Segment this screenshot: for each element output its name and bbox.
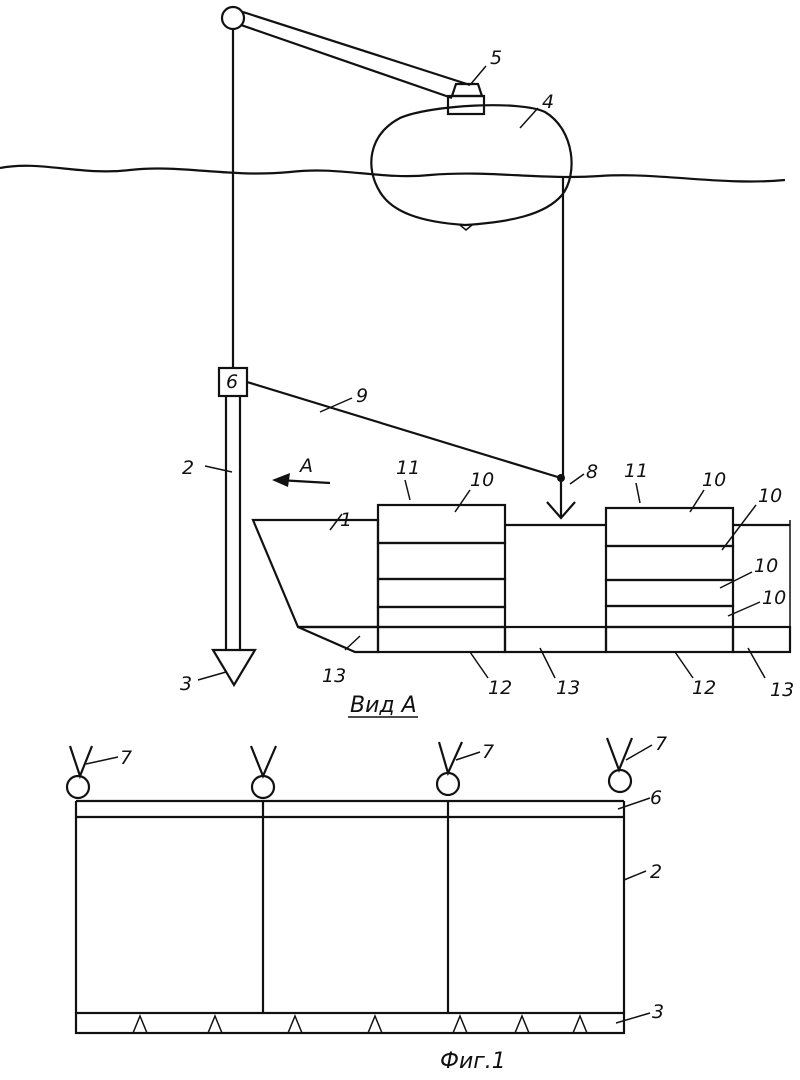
label-a: A (298, 455, 313, 477)
label-10-right-b: 10 (758, 485, 782, 507)
buoy-keel (459, 224, 473, 231)
cable-9 (246, 380, 562, 480)
label-13-c: 13 (770, 679, 794, 701)
weight-3 (211, 648, 257, 688)
label-12-left: 12 (488, 677, 512, 699)
view-caption: Вид А (350, 693, 417, 718)
boom-lower (240, 23, 453, 100)
label-10-right-a: 10 (702, 469, 726, 491)
label-6-lower: 6 (650, 787, 662, 809)
label-5: 5 (490, 47, 502, 69)
label-7-b: 7 (482, 741, 494, 763)
label-12-right: 12 (692, 677, 716, 699)
label-2-lower: 2 (650, 861, 662, 883)
bottom-weight (74, 1011, 626, 1035)
label-13-a: 13 (322, 665, 346, 687)
stack-left (376, 503, 507, 654)
top-pulley (220, 5, 246, 31)
label-10-left: 10 (470, 469, 494, 491)
soil-left (297, 625, 380, 654)
water-surface (0, 164, 786, 183)
ship-hull (251, 518, 380, 629)
leaders-lower (85, 744, 653, 1024)
label-11-right: 11 (624, 460, 648, 482)
winch-top (450, 82, 484, 98)
figure-caption: Фиг.1 (440, 1049, 506, 1074)
boom-upper (242, 10, 471, 87)
label-7-c: 7 (655, 733, 667, 755)
arrow-a-head (272, 473, 290, 487)
label-3-lower: 3 (652, 1001, 664, 1023)
float-7-4 (605, 737, 634, 794)
label-1: 1 (340, 509, 352, 531)
label-8: 8 (586, 461, 598, 483)
buoy-body (370, 104, 573, 227)
hook-8 (546, 478, 576, 520)
label-9: 9 (356, 385, 368, 407)
weight-teeth (132, 1014, 588, 1034)
label-11-left: 11 (396, 457, 420, 479)
label-2-upper: 2 (182, 457, 194, 479)
soil-mid (503, 625, 608, 654)
label-13-b: 13 (556, 677, 580, 699)
label-10-right-c: 10 (754, 555, 778, 577)
label-7-a: 7 (120, 747, 132, 769)
label-6-upper: 6 (226, 371, 238, 393)
stack-right (604, 506, 735, 654)
float-7-3 (435, 741, 464, 797)
float-7-2 (249, 745, 278, 800)
float-7-1 (65, 745, 94, 800)
soil-right (731, 625, 792, 654)
label-3-upper: 3 (180, 673, 192, 695)
leaders-upper (197, 65, 766, 681)
label-10-right-d: 10 (762, 587, 786, 609)
label-4: 4 (542, 91, 554, 113)
